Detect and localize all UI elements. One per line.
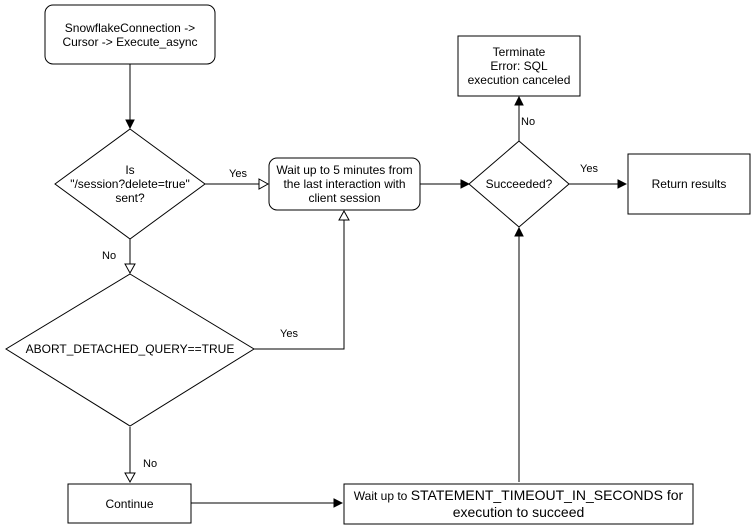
abort-detached-query-label: ABORT_DETACHED_QUERY==TRUE [25, 342, 235, 356]
succeeded-no-label: No [521, 116, 536, 128]
wait-5-minutes-label: Wait up to 5 minutes from the last inter… [276, 163, 413, 205]
abort-no-label: No [143, 458, 158, 470]
decision-no-label: No [102, 250, 117, 262]
statement-timeout-line2: execution to succeed [452, 504, 585, 520]
start-box [44, 4, 216, 65]
start-label: SnowflakeConnection -> Cursor -> Execute… [62, 20, 198, 49]
terminate-label: Terminate Error: SQL execution canceled [467, 45, 571, 87]
statement-timeout-box [343, 483, 694, 525]
abort-yes-label: Yes [280, 328, 298, 340]
continue-box [67, 483, 192, 524]
statement-timeout-line1: Wait up to STATEMENT_TIMEOUT_IN_SECONDS … [354, 487, 683, 504]
wait-suffix-text: for [662, 487, 684, 503]
continue-label: Continue [105, 496, 154, 511]
edge-abort-yes-to-wait5 [254, 209, 350, 350]
statement-timeout-parameter: STATEMENT_TIMEOUT_IN_SECONDS [410, 487, 663, 503]
succeeded-question: Succeeded? [485, 177, 553, 191]
terminate-box [457, 35, 581, 97]
wait-5-minutes-box [268, 157, 421, 211]
return-results-box [627, 153, 751, 215]
abort-detached-query-decision [5, 273, 255, 427]
succeeded-decision [468, 140, 570, 228]
session-delete-decision [54, 128, 206, 240]
return-results-label: Return results [651, 177, 727, 191]
session-delete-question: Is "/session?delete=true" sent? [70, 163, 190, 205]
statement-timeout-label: Wait up to STATEMENT_TIMEOUT_IN_SECONDS … [344, 484, 693, 524]
decision-yes-label: Yes [229, 168, 247, 180]
succeeded-yes-label: Yes [580, 163, 598, 175]
wait-prefix-text: Wait up to [353, 489, 411, 503]
